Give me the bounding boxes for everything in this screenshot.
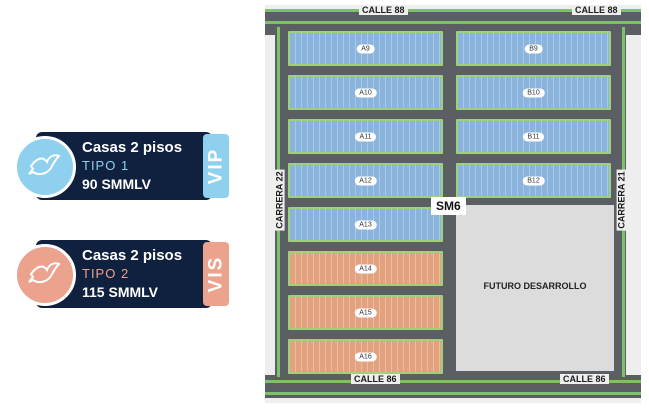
block-a9[interactable]: A9 xyxy=(288,31,443,66)
legend-tag-vis: VIS xyxy=(203,242,229,306)
block-b11[interactable]: B11 xyxy=(456,119,611,154)
legend-tag-vip: VIP xyxy=(203,134,229,198)
block-a13[interactable]: A13 xyxy=(288,207,443,242)
sidewalk xyxy=(265,380,641,383)
legend-price: 90 SMMLV xyxy=(82,176,151,192)
block-a10[interactable]: A10 xyxy=(288,75,443,110)
street-label-calle-86: CALLE 86 xyxy=(351,374,400,384)
block-a15[interactable]: A15 xyxy=(288,295,443,330)
block-b10[interactable]: B10 xyxy=(456,75,611,110)
street-label-calle-88: CALLE 88 xyxy=(572,5,621,15)
sidewalk xyxy=(265,9,641,12)
legend-card-vip: Casas 2 pisos TIPO 1 90 SMMLV VIP xyxy=(0,132,232,204)
future-development-label: FUTURO DESARROLLO xyxy=(483,281,587,291)
dove-icon xyxy=(14,136,76,198)
map-border-left xyxy=(265,35,275,375)
block-b12[interactable]: B12 xyxy=(456,163,611,198)
map-border-right xyxy=(626,35,641,375)
block-b9[interactable]: B9 xyxy=(456,31,611,66)
legend-title: Casas 2 pisos xyxy=(82,247,183,264)
sidewalk xyxy=(265,392,641,395)
legend-card-vis: Casas 2 pisos TIPO 2 115 SMMLV VIS xyxy=(0,240,232,312)
future-development-area[interactable]: FUTURO DESARROLLO xyxy=(456,205,614,371)
map-border-top xyxy=(265,5,641,10)
sidewalk xyxy=(265,21,641,24)
legend-price: 115 SMMLV xyxy=(82,284,158,300)
street-label-calle-88: CALLE 88 xyxy=(359,5,408,15)
street-label-carrera-21: CARRERA 21 xyxy=(616,169,627,231)
legend-title: Casas 2 pisos xyxy=(82,139,183,156)
block-a14[interactable]: A14 xyxy=(288,251,443,286)
legend-type: TIPO 1 xyxy=(82,158,130,173)
block-a16[interactable]: A16 xyxy=(288,339,443,374)
dove-icon xyxy=(14,244,76,306)
map-border-bottom xyxy=(265,398,641,403)
block-a11[interactable]: A11 xyxy=(288,119,443,154)
site-map: CALLE 88 CALLE 88 CALLE 86 CALLE 86 CARR… xyxy=(265,5,641,403)
supermanzana-label: SM6 xyxy=(431,197,466,215)
legend-type: TIPO 2 xyxy=(82,266,130,281)
street-label-carrera-22: CARRERA 22 xyxy=(274,169,285,231)
block-a12[interactable]: A12 xyxy=(288,163,443,198)
street-label-calle-86: CALLE 86 xyxy=(560,374,609,384)
